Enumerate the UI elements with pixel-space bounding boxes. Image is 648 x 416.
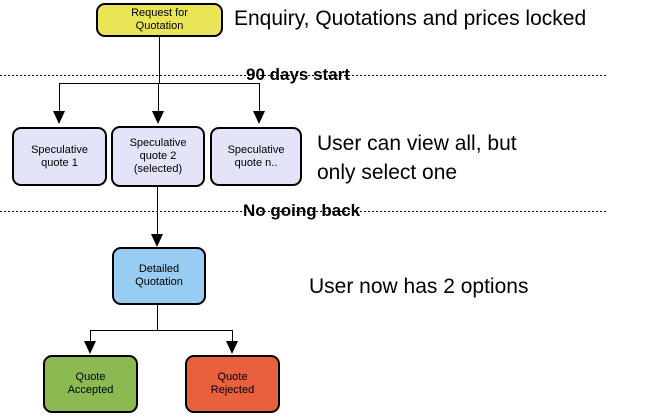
connector-detailed-to-branch (157, 305, 158, 331)
connector-branch-to-accepted (90, 330, 91, 342)
separator-label-no-going-back: No going back (243, 201, 361, 220)
connector-branch-to-rejected (232, 330, 233, 342)
connector-branch-horizontal-top (59, 83, 260, 84)
node-speculative-quote-2-selected: Speculative quote 2 (selected) (111, 126, 205, 187)
connector-branch-horizontal-bottom (90, 330, 233, 331)
annotation-enquiry-quotations-locked: Enquiry, Quotations and prices locked (234, 7, 587, 30)
connector-quote2-to-detailed (157, 187, 158, 234)
arrowhead-down-icon (226, 341, 238, 354)
node-request-for-quotation: Request for Quotation (96, 3, 223, 37)
arrowhead-down-icon (84, 341, 96, 354)
arrowhead-down-icon (151, 234, 163, 247)
node-quote-rejected: Quote Rejected (185, 355, 280, 413)
connector-request-to-branch (159, 35, 160, 84)
arrowhead-down-icon (152, 111, 164, 124)
node-speculative-quote-1: Speculative quote 1 (12, 127, 107, 186)
dotted-separator-90-days (0, 75, 606, 76)
annotation-user-two-options: User now has 2 options (309, 275, 529, 298)
connector-branch-to-quote2 (158, 83, 159, 113)
dotted-separator-no-going-back (0, 211, 606, 212)
arrowhead-down-icon (53, 111, 65, 124)
annotation-user-can-view-all: User can view all, but only select one (317, 132, 517, 184)
separator-label-90-days-start: 90 days start (246, 65, 350, 84)
node-quote-accepted: Quote Accepted (43, 355, 138, 413)
node-detailed-quotation: Detailed Quotation (112, 247, 206, 305)
connector-branch-to-quoten (259, 83, 260, 113)
node-speculative-quote-n: Speculative quote n.. (210, 127, 302, 186)
arrowhead-down-icon (253, 111, 265, 124)
connector-branch-to-quote1 (59, 83, 60, 113)
